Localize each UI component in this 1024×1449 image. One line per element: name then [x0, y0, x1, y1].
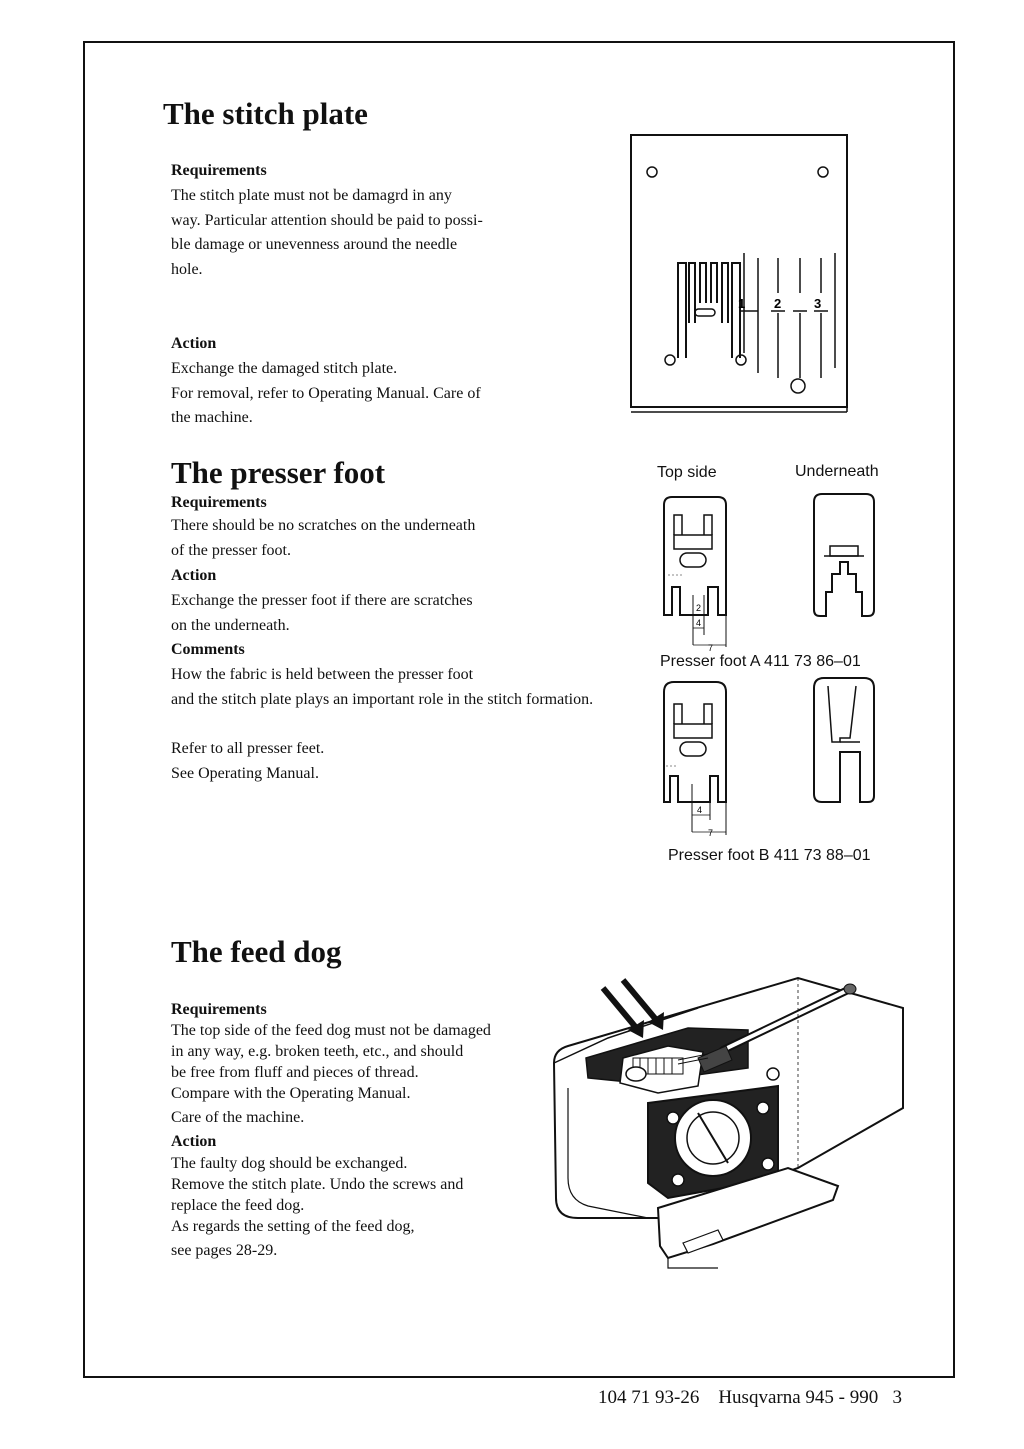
- top-side-label: Top side: [657, 464, 717, 481]
- underneath-label: Underneath: [795, 463, 879, 480]
- dim-mark-7: 7: [708, 643, 713, 653]
- feed-dog-title: The feed dog: [171, 934, 342, 969]
- dim-mark-7: 7: [708, 828, 713, 838]
- presser-foot-requirements-heading: Requirements: [171, 494, 267, 511]
- text-line: Compare with the Operating Manual.: [171, 1085, 411, 1102]
- text-line: replace the feed dog.: [171, 1197, 305, 1214]
- presser-foot-action-heading: Action: [171, 567, 217, 584]
- text-line: Refer to all presser feet.: [171, 740, 325, 758]
- text-line: Care of the machine.: [171, 1109, 305, 1126]
- presser-foot-b-top-illustration: 4 7: [663, 681, 727, 838]
- presser-foot-b-caption: Presser foot B 411 73 88–01: [668, 847, 871, 864]
- text-line: of the presser foot.: [171, 541, 291, 559]
- stitch-plate-action-text: Exchange the damaged stitch plate. For r…: [171, 357, 481, 431]
- presser-foot-b-underneath-illustration: [813, 677, 875, 803]
- text-line: The faulty dog should be exchanged.: [171, 1155, 408, 1172]
- presser-foot-requirements-text: There should be no scratches on the unde…: [171, 514, 475, 563]
- presser-foot-comments-heading: Comments: [171, 641, 245, 658]
- page-frame: [83, 41, 955, 1378]
- presser-foot-comments-text: How the fabric is held between the press…: [171, 663, 593, 786]
- text-line: in any way, e.g. broken teeth, etc., and…: [171, 1043, 464, 1060]
- text-line: See Operating Manual.: [171, 764, 319, 782]
- text-line: For removal, refer to Operating Manual. …: [171, 384, 481, 402]
- feed-dog-requirements-heading: Requirements: [171, 1001, 267, 1018]
- presser-foot-a-top-illustration: 2 4 7: [663, 496, 727, 653]
- stitch-plate-requirements-heading: Requirements: [171, 162, 267, 179]
- text-line: The stitch plate must not be damagrd in …: [171, 187, 452, 204]
- feed-dog-illustration: [552, 976, 904, 1269]
- feed-dog-action-text: The faulty dog should be exchanged. Remo…: [171, 1153, 463, 1261]
- text-line: How the fabric is held between the press…: [171, 666, 474, 683]
- text-line: Exchange the presser foot if there are s…: [171, 592, 473, 609]
- footer-page-number: 3: [892, 1387, 902, 1408]
- text-line: way. Particular attention should be paid…: [171, 211, 483, 229]
- presser-foot-a-underneath-illustration: [813, 493, 875, 617]
- text-line: hole.: [171, 261, 203, 279]
- text-line: [171, 712, 593, 737]
- text-line: The top side of the feed dog must not be…: [171, 1022, 491, 1039]
- page-footer: 104 71 93-26 Husqvarna 945 - 990 3: [598, 1387, 902, 1409]
- dim-mark-2: 2: [696, 603, 701, 613]
- footer-model: Husqvarna 945 - 990: [718, 1387, 879, 1408]
- feed-dog-action-heading: Action: [171, 1133, 217, 1150]
- presser-foot-a-caption: Presser foot A 411 73 86–01: [660, 653, 861, 670]
- text-line: There should be no scratches on the unde…: [171, 517, 476, 534]
- text-line: be free from fluff and pieces of thread.: [171, 1064, 419, 1081]
- text-line: As regards the setting of the feed dog,: [171, 1218, 415, 1235]
- stitch-plate-illustration: 1 2 3: [630, 134, 848, 413]
- text-line: on the underneath.: [171, 616, 290, 634]
- plate-mark-3: 3: [814, 296, 821, 311]
- presser-foot-title: The presser foot: [171, 455, 386, 490]
- text-line: ble damage or unevenness around the need…: [171, 236, 458, 254]
- stitch-plate-title: The stitch plate: [163, 96, 368, 131]
- feed-dog-requirements-text: The top side of the feed dog must not be…: [171, 1020, 491, 1128]
- dim-mark-4: 4: [697, 805, 702, 815]
- presser-foot-action-text: Exchange the presser foot if there are s…: [171, 589, 473, 638]
- plate-mark-2: 2: [774, 296, 781, 311]
- stitch-plate-action-heading: Action: [171, 335, 217, 352]
- text-line: and the stitch plate plays an important …: [171, 690, 594, 708]
- text-line: Exchange the damaged stitch plate.: [171, 360, 398, 377]
- text-line: see pages 28-29.: [171, 1242, 278, 1259]
- footer-part-number: 104 71 93-26: [598, 1387, 700, 1408]
- dim-mark-4: 4: [696, 618, 701, 628]
- text-line: Remove the stitch plate. Undo the screws…: [171, 1176, 464, 1193]
- text-line: the machine.: [171, 409, 253, 427]
- plate-mark-1: 1: [738, 296, 745, 311]
- stitch-plate-requirements-text: The stitch plate must not be damagrd in …: [171, 184, 483, 283]
